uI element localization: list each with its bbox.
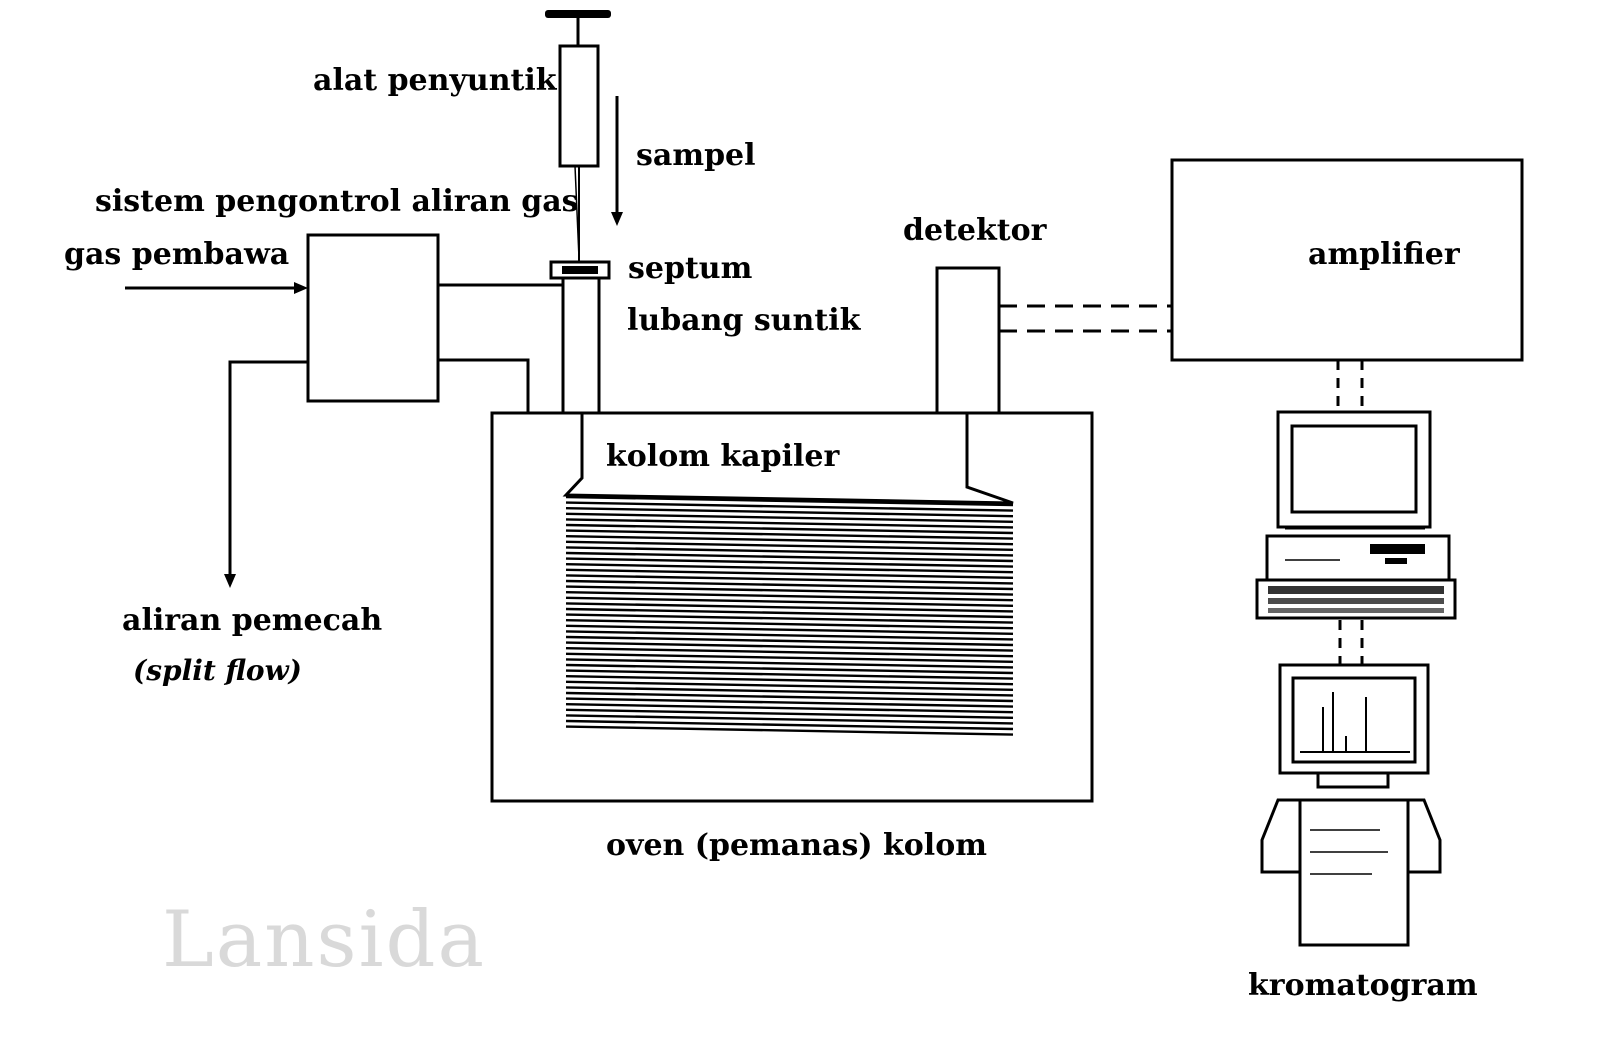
coil-line: [565, 669, 1014, 680]
watermark: Lansida: [162, 895, 486, 985]
coil-line: [565, 680, 1014, 691]
coil-line: [565, 507, 1014, 518]
coil-line: [565, 557, 1014, 568]
coil-line: [565, 703, 1014, 714]
carrier-gas-arrow: [125, 282, 308, 294]
syringe: [545, 10, 611, 262]
coil-line: [565, 523, 1014, 535]
coil-line: [565, 652, 1014, 663]
capillary-column-coil: [565, 495, 1014, 736]
coil-line: [565, 714, 1014, 725]
flow-control-box: [306, 233, 440, 403]
sample-label: sampel: [636, 138, 756, 173]
amplifier-label: amplifier: [1308, 237, 1461, 272]
septum-label: septum: [628, 251, 753, 286]
coil-line: [565, 691, 1014, 703]
capillary-column-label: kolom kapiler: [606, 439, 840, 474]
coil-line: [565, 568, 1014, 579]
syringe-label: alat penyuntik: [313, 63, 558, 98]
coil-line: [565, 697, 1014, 708]
coil-line: [565, 641, 1014, 652]
coil-line: [565, 619, 1014, 630]
data-lines-to-computer: [1336, 360, 1364, 412]
coil-line: [565, 535, 1014, 546]
coil-line: [565, 658, 1014, 669]
split-flow-label: aliran pemecah: [122, 603, 382, 638]
coil-line: [565, 624, 1014, 635]
split-flow-en-label: (split flow): [133, 654, 302, 687]
coil-line: [565, 663, 1014, 675]
carrier-gas-label: gas pembawa: [64, 237, 289, 272]
column-outline: [562, 413, 1014, 505]
coil-line: [565, 518, 1014, 529]
coil-line: [565, 546, 1014, 557]
coil-line: [565, 596, 1014, 607]
coil-line: [565, 529, 1014, 540]
coil-line: [565, 708, 1014, 719]
coil-line: [565, 501, 1014, 512]
coil-line: [565, 563, 1014, 574]
coil-line: [565, 574, 1014, 585]
computer: [1255, 410, 1457, 620]
coil-line: [565, 635, 1014, 647]
coil-line: [565, 630, 1014, 641]
injection-port-label: lubang suntik: [627, 303, 862, 338]
coil-line: [565, 675, 1014, 686]
injection-port: [561, 278, 601, 413]
split-flow-line: [224, 360, 308, 588]
coil-line: [565, 613, 1014, 624]
chromatogram-label: kromatogram: [1248, 968, 1478, 1003]
coil-line: [565, 551, 1014, 563]
coil-line: [565, 602, 1014, 613]
coil-line: [565, 591, 1014, 602]
coil-line: [565, 647, 1014, 658]
coil-line: [565, 512, 1014, 523]
signal-lines: [999, 304, 1172, 333]
detector: [935, 266, 1001, 415]
coil-line: [565, 719, 1014, 731]
flow-control-label: sistem pengontrol aliran gas: [95, 184, 579, 219]
coil-line: [565, 686, 1014, 697]
coil-line: [565, 579, 1014, 591]
coil-line: [565, 495, 1014, 507]
coil-line: [565, 607, 1014, 619]
amplifier-box: [1170, 158, 1524, 362]
chromatogram-printer: [1260, 663, 1442, 947]
coil-line: [565, 540, 1014, 551]
oven-label: oven (pemanas) kolom: [606, 828, 987, 863]
detector-label: detektor: [903, 213, 1048, 248]
data-lines-to-printer: [1338, 620, 1364, 665]
sample-arrow: [611, 96, 623, 226]
coil-line: [565, 585, 1014, 596]
coil-line: [565, 725, 1014, 736]
